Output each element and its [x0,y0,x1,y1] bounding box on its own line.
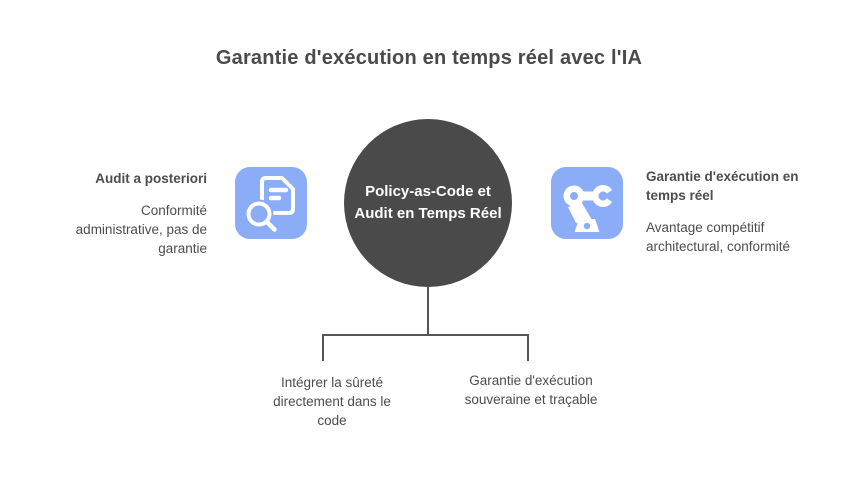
left-annotation: Audit a posteriori Conformité administra… [27,169,207,258]
right-annotation: Garantie d'exécution en temps réel Avant… [646,167,831,256]
bottom-right-label: Garantie d'exécution souveraine et traça… [464,373,598,407]
connector-drop-left [322,334,324,361]
robot-arm-icon-card [551,167,623,239]
left-annotation-body: Conformité administrative, pas de garant… [75,203,207,256]
document-search-icon [244,176,295,232]
central-node: Policy-as-Code et Audit en Temps Réel [344,119,512,287]
central-node-label: Policy-as-Code et Audit en Temps Réel [354,183,502,222]
robot-arm-icon [563,185,613,232]
bottom-left-label: Intégrer la sûreté directement dans le c… [273,375,391,428]
right-annotation-body: Avantage compétitif architectural, confo… [646,220,791,254]
right-annotation-heading: Garantie d'exécution en temps réel [646,169,799,203]
diagram-title: Garantie d'exécution en temps réel avec … [215,47,643,69]
document-search-icon-card [235,167,307,239]
connector-horizontal-bar [322,334,529,336]
connector-drop-right [527,334,529,361]
connector-stem [427,286,429,336]
left-annotation-heading: Audit a posteriori [95,171,207,186]
